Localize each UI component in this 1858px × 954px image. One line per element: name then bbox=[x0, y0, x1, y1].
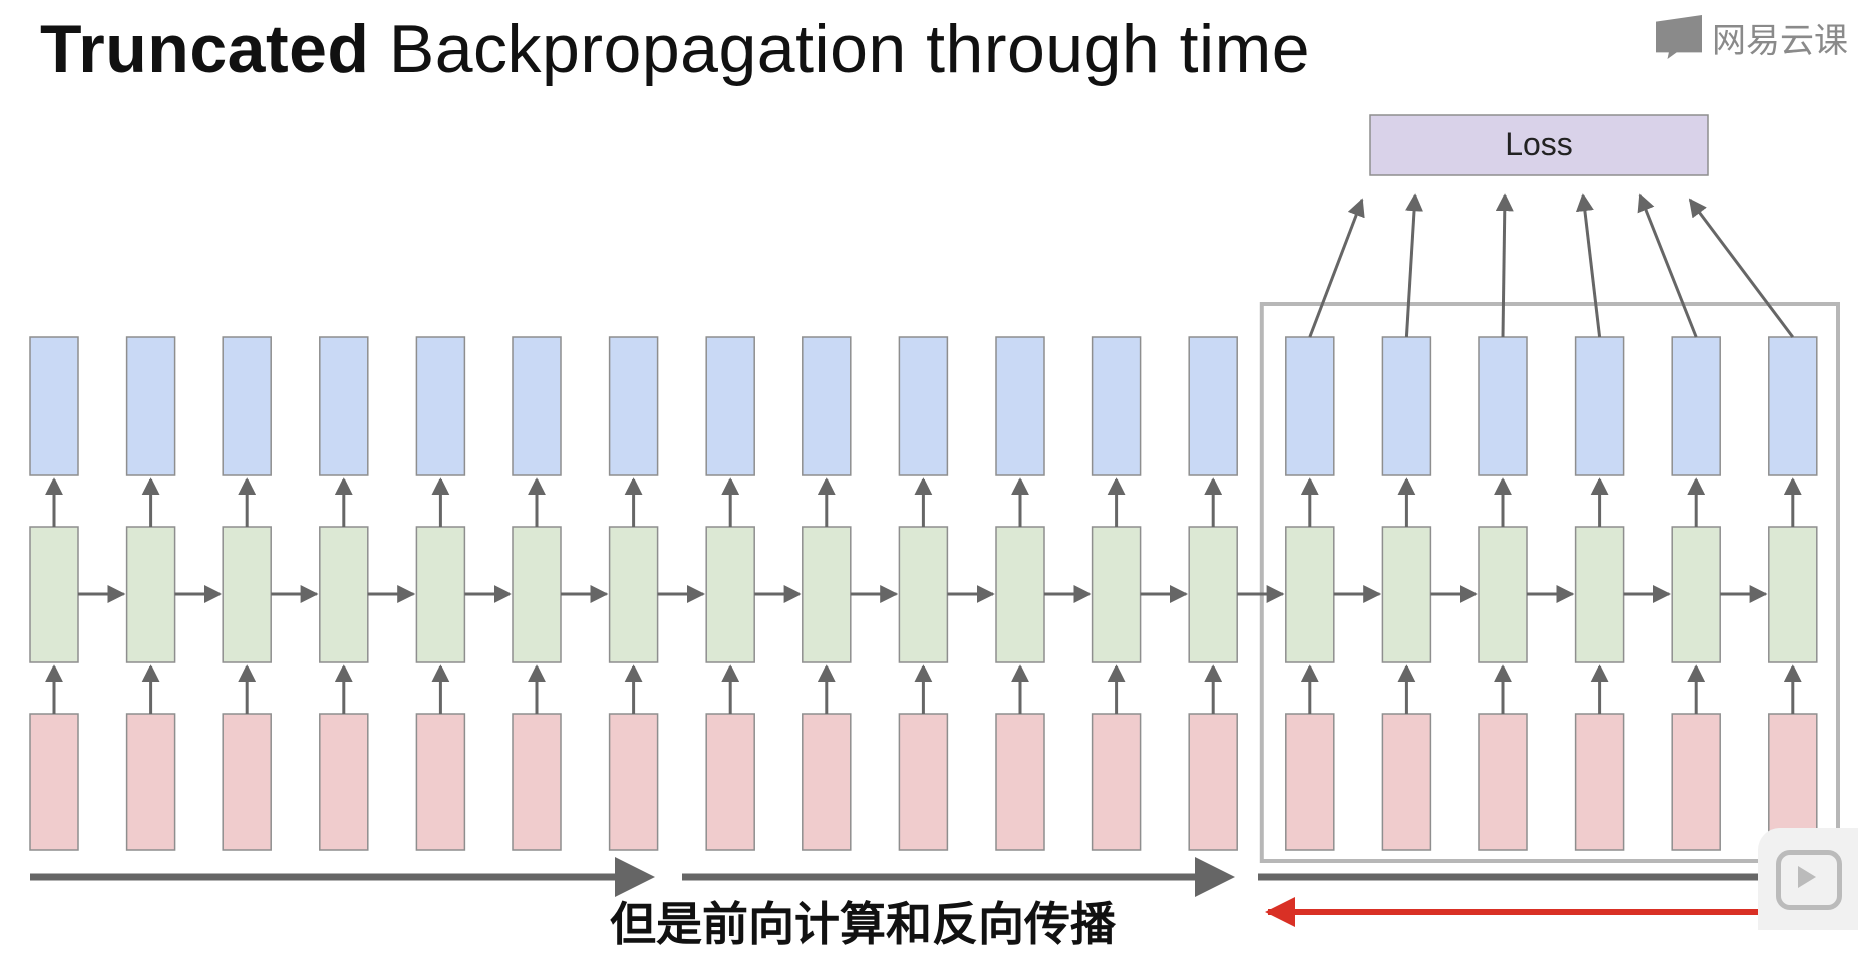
watermark-text: 网易云课 bbox=[1712, 20, 1848, 61]
hidden-cell-3 bbox=[319, 526, 369, 663]
loss-box bbox=[1369, 114, 1709, 176]
output-cell-2 bbox=[222, 336, 272, 476]
slide-title-rest: Backpropagation through time bbox=[369, 11, 1311, 87]
arrow-output-loss-0 bbox=[1308, 198, 1365, 338]
input-cell-4 bbox=[415, 713, 466, 851]
input-cell-3 bbox=[319, 713, 369, 851]
input-cell-8 bbox=[802, 713, 852, 851]
output-cell-3 bbox=[319, 336, 369, 476]
hidden-cell-16 bbox=[1574, 526, 1625, 663]
slide-title-bold: Truncated bbox=[40, 11, 370, 87]
input-cell-6 bbox=[608, 713, 659, 851]
hidden-cell-18 bbox=[1768, 526, 1818, 663]
output-cell-13 bbox=[1285, 336, 1335, 476]
output-cell-6 bbox=[608, 336, 659, 476]
hidden-cell-4 bbox=[415, 526, 466, 663]
input-cell-9 bbox=[898, 713, 949, 851]
forward-chunk-head-1 bbox=[1195, 857, 1235, 897]
output-cell-12 bbox=[1188, 336, 1238, 476]
output-cell-18 bbox=[1768, 336, 1818, 476]
input-cell-7 bbox=[705, 713, 755, 851]
input-cell-14 bbox=[1381, 713, 1432, 851]
output-cell-14 bbox=[1381, 336, 1432, 476]
netease-logo-icon bbox=[1656, 15, 1702, 59]
loss-label: Loss bbox=[1505, 126, 1573, 162]
hidden-cell-10 bbox=[995, 526, 1045, 663]
hidden-cell-15 bbox=[1478, 526, 1528, 663]
output-cell-10 bbox=[995, 336, 1045, 476]
arrow-output-loss-2 bbox=[1495, 193, 1514, 338]
output-cell-9 bbox=[898, 336, 949, 476]
output-cell-7 bbox=[705, 336, 755, 476]
output-cell-16 bbox=[1574, 336, 1625, 476]
hidden-cell-0 bbox=[29, 526, 79, 663]
input-cell-2 bbox=[222, 713, 272, 851]
input-cell-10 bbox=[995, 713, 1045, 851]
input-cell-16 bbox=[1574, 713, 1625, 851]
input-cell-13 bbox=[1285, 713, 1335, 851]
hidden-cell-17 bbox=[1671, 526, 1721, 663]
input-cell-12 bbox=[1188, 713, 1238, 851]
hidden-cell-11 bbox=[1091, 526, 1142, 663]
hidden-cell-14 bbox=[1381, 526, 1432, 663]
forward-chunk-head-0 bbox=[615, 857, 655, 897]
hidden-cell-12 bbox=[1188, 526, 1238, 663]
output-cell-0 bbox=[29, 336, 79, 476]
input-cell-5 bbox=[512, 713, 562, 851]
slide-title: Truncated Backpropagation through time bbox=[40, 10, 1310, 88]
truncation-window bbox=[1259, 302, 1841, 863]
input-cell-0 bbox=[29, 713, 79, 851]
output-cell-11 bbox=[1091, 336, 1142, 476]
output-cell-17 bbox=[1671, 336, 1721, 476]
hidden-cell-13 bbox=[1285, 526, 1335, 663]
output-cell-1 bbox=[125, 336, 176, 476]
watermark: 网易云课 bbox=[1656, 12, 1848, 62]
rnn-diagram: Loss bbox=[29, 114, 1841, 927]
output-cell-4 bbox=[415, 336, 466, 476]
video-subtitle: 但是前向计算和反向传播 bbox=[610, 897, 1116, 951]
input-cell-11 bbox=[1091, 713, 1142, 851]
hidden-cell-2 bbox=[222, 526, 272, 663]
hidden-cell-1 bbox=[125, 526, 176, 663]
play-triangle-icon bbox=[1798, 866, 1816, 888]
tv-frame-icon bbox=[1776, 850, 1842, 910]
output-cell-8 bbox=[802, 336, 852, 476]
output-cell-15 bbox=[1478, 336, 1528, 476]
hidden-cell-6 bbox=[608, 526, 659, 663]
hidden-cell-8 bbox=[802, 526, 852, 663]
input-cell-17 bbox=[1671, 713, 1721, 851]
arrow-output-loss-4 bbox=[1637, 193, 1698, 338]
hidden-cell-9 bbox=[898, 526, 949, 663]
input-cell-15 bbox=[1478, 713, 1528, 851]
arrow-output-loss-5 bbox=[1688, 198, 1794, 338]
arrow-output-loss-3 bbox=[1575, 193, 1602, 338]
hidden-cell-7 bbox=[705, 526, 755, 663]
hidden-cell-5 bbox=[512, 526, 562, 663]
output-cell-5 bbox=[512, 336, 562, 476]
input-cell-1 bbox=[125, 713, 176, 851]
arrow-output-loss-1 bbox=[1404, 193, 1424, 338]
input-cell-18 bbox=[1768, 713, 1818, 851]
play-tv-icon[interactable] bbox=[1758, 828, 1858, 930]
